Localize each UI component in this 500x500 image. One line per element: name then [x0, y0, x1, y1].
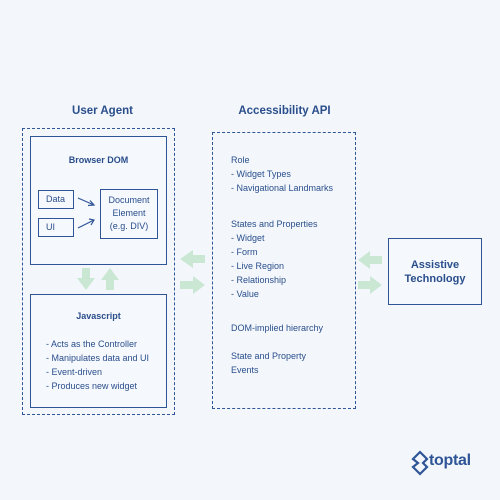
- dom-hierarchy-text: DOM-implied hierarchy: [231, 323, 324, 333]
- browser-dom-box: Browser DOM: [30, 136, 167, 265]
- state-events-section: State and Property Events: [231, 349, 306, 377]
- data-to-document-arrow: [77, 197, 96, 207]
- role-title: Role: [231, 155, 250, 165]
- data-label: Data: [46, 194, 66, 204]
- states-item: - Form: [231, 247, 258, 257]
- states-item: - Live Region: [231, 261, 285, 271]
- right-arrow-api-to-at: [358, 276, 382, 294]
- javascript-box: Javascript: [30, 294, 167, 408]
- states-item: - Widget: [231, 233, 265, 243]
- javascript-item: - Manipulates data and UI: [46, 353, 150, 363]
- down-arrow: [77, 268, 95, 290]
- document-element-line-3: (e.g. DIV): [109, 221, 149, 231]
- states-item: - Value: [231, 289, 259, 299]
- left-arrow-api-to-agent: [180, 250, 205, 268]
- right-arrow-agent-to-api: [180, 276, 205, 294]
- javascript-item: - Produces new widget: [46, 381, 138, 391]
- browser-dom-title: Browser DOM: [68, 155, 129, 165]
- left-arrow-at-to-api: [358, 251, 382, 269]
- data-box: Data: [38, 190, 74, 209]
- accessibility-api-container: [212, 132, 356, 409]
- role-section: Role - Widget Types - Navigational Landm…: [231, 153, 333, 195]
- up-arrow: [101, 268, 119, 290]
- javascript-title: Javascript: [76, 311, 121, 321]
- javascript-item: - Event-driven: [46, 367, 103, 377]
- assistive-line: Assistive: [410, 258, 460, 271]
- javascript-items: - Acts as the Controller - Manipulates d…: [46, 337, 149, 393]
- accessibility-api-heading: Accessibility API: [238, 105, 331, 117]
- document-element-line-2: Element: [112, 208, 146, 218]
- state-events-line: State and Property: [231, 351, 307, 361]
- ui-to-document-arrow: [77, 218, 95, 229]
- states-section: States and Properties - Widget - Form - …: [231, 217, 318, 301]
- states-title: States and Properties: [231, 219, 318, 229]
- document-element-box: Document Element (e.g. DIV): [100, 189, 158, 239]
- assistive-technology-box: Assistive Technology: [388, 238, 482, 305]
- assistive-line: Technology: [404, 272, 466, 285]
- ui-label: UI: [46, 222, 55, 232]
- ui-box: UI: [38, 218, 74, 237]
- brand-name: toptal: [429, 452, 471, 469]
- document-element-line-1: Document: [108, 195, 150, 205]
- javascript-item: - Acts as the Controller: [46, 339, 138, 349]
- state-events-line: Events: [231, 365, 259, 375]
- user-agent-container: [22, 128, 175, 415]
- role-item: - Navigational Landmarks: [231, 183, 334, 193]
- role-item: - Widget Types: [231, 169, 291, 179]
- states-item: - Relationship: [231, 275, 287, 285]
- user-agent-heading: User Agent: [72, 105, 133, 117]
